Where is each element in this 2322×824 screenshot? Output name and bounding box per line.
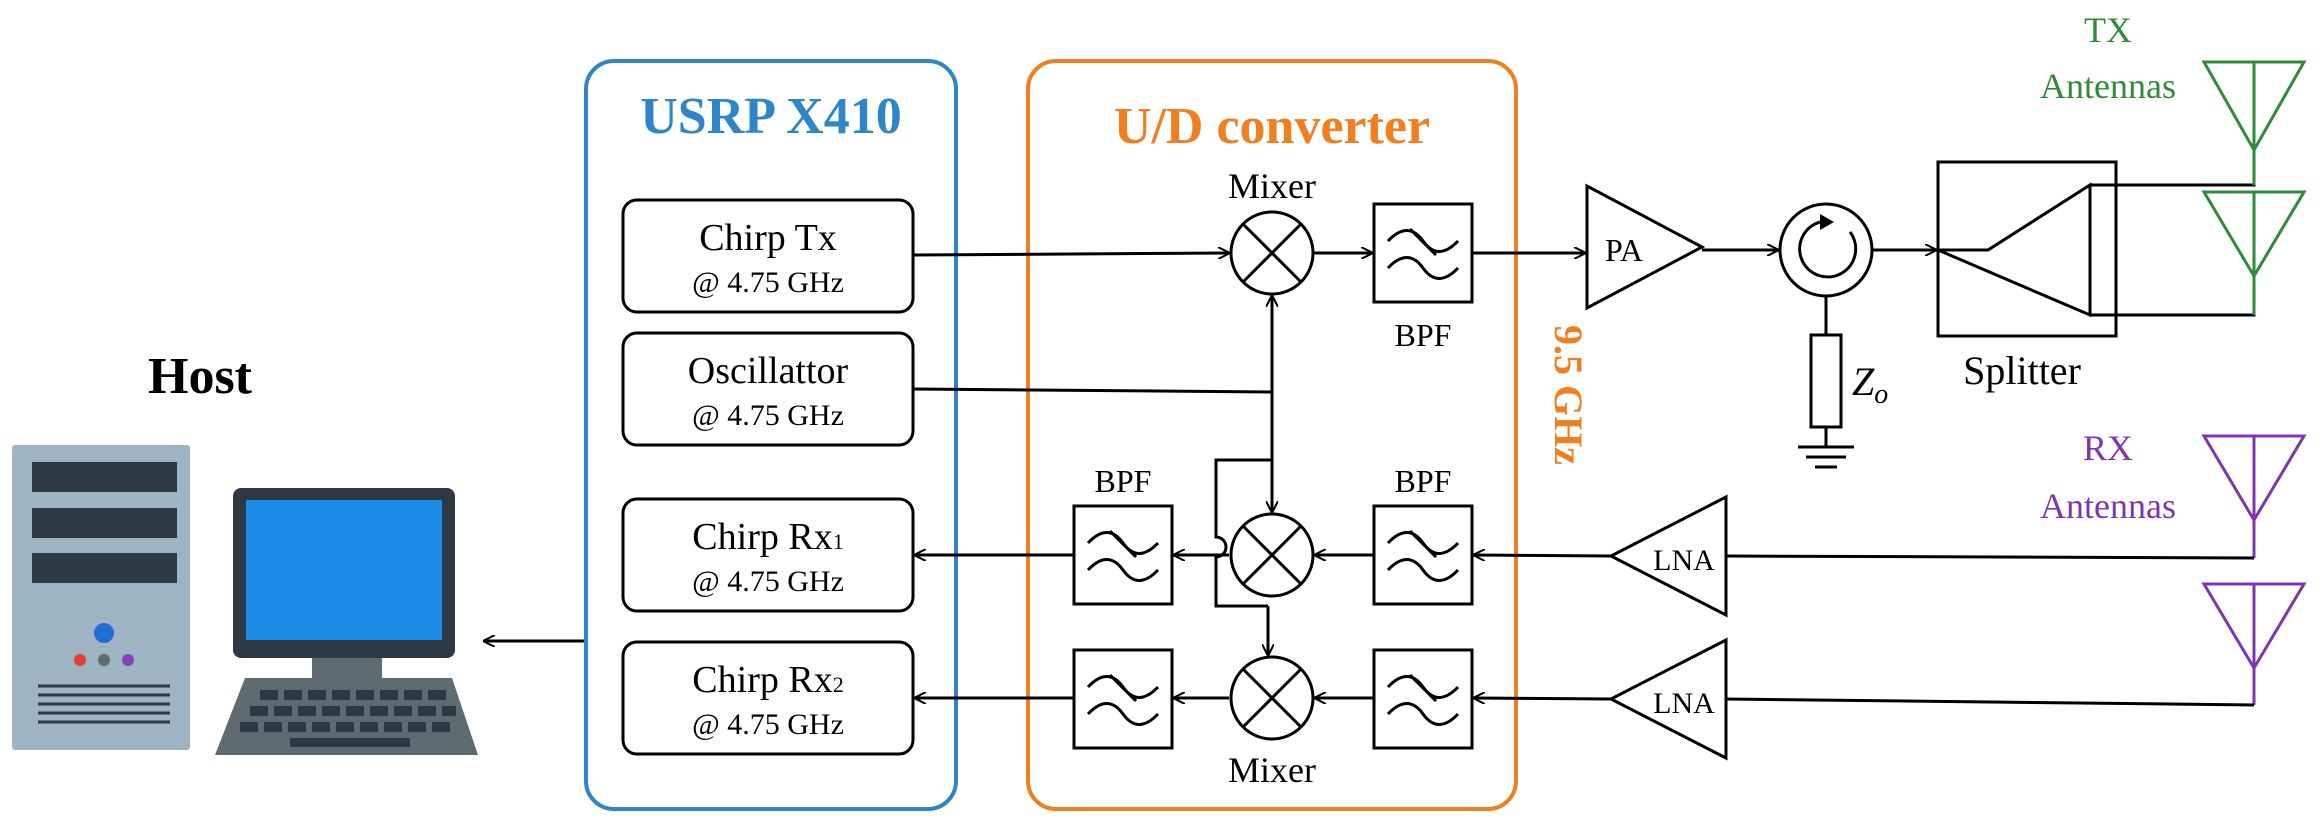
chirp-rx2-block: Chirp Rx2 @ 4.75 GHz xyxy=(621,640,915,756)
rx-antennas-label-line2: Antennas xyxy=(2040,486,2176,526)
bpf-rx2-right xyxy=(1372,648,1474,750)
converter-container xyxy=(1026,59,1518,811)
mixer-rx1 xyxy=(1229,512,1315,598)
lna2-label: LNA xyxy=(1653,687,1715,720)
oscillator-block: Oscillattor @ 4.75 GHz xyxy=(621,331,915,447)
lna-2: LNA xyxy=(1607,637,1728,761)
bpf-rx2-left xyxy=(1072,648,1174,750)
tx-antennas-label-line2: Antennas xyxy=(2040,66,2176,106)
lna1-label: LNA xyxy=(1653,544,1715,577)
rx-antenna-1-icon xyxy=(2201,434,2307,558)
splitter xyxy=(1936,160,2118,338)
usrp-container xyxy=(584,59,958,811)
oscillator-label: Oscillattor xyxy=(688,350,849,392)
chirp-rx2-label: Chirp Rx2 xyxy=(692,659,843,701)
mixer-bottom-label: Mixer xyxy=(1228,750,1316,790)
wire-lo-bypass xyxy=(1214,458,1272,608)
bpf-rx-left-label: BPF xyxy=(1095,463,1152,499)
load-label: Zo xyxy=(1852,359,1888,410)
status-led-red xyxy=(74,654,86,666)
converter-title: U/D converter xyxy=(1114,98,1430,155)
wire-lna2-to-bpf xyxy=(1474,698,1612,699)
pa-amplifier: PA xyxy=(1585,183,1706,311)
tower-case xyxy=(12,445,190,750)
splitter-label: Splitter xyxy=(1963,348,2081,393)
bpf-rx-right-label: BPF xyxy=(1395,463,1452,499)
termination-load xyxy=(1809,333,1843,429)
usrp-title: USRP X410 xyxy=(640,88,901,145)
mixer-top-label: Mixer xyxy=(1228,166,1316,206)
host-computer-icon xyxy=(12,445,478,755)
status-led-gray xyxy=(98,654,110,666)
monitor xyxy=(215,488,478,755)
rx-antenna-2-icon xyxy=(2201,582,2307,705)
chirp-rx1-label: Chirp Rx1 xyxy=(692,516,843,558)
chirp-rx2-freq: @ 4.75 GHz xyxy=(692,708,844,741)
bpf-rx1-right xyxy=(1372,504,1474,606)
wire-rx-ant1-to-lna xyxy=(1725,554,2255,560)
bpf-tx xyxy=(1372,202,1474,304)
rx-antennas-label-line1: RX xyxy=(2083,428,2133,468)
wire-lna1-to-bpf xyxy=(1474,555,1612,556)
lna-1: LNA xyxy=(1607,494,1728,618)
monitor-screen xyxy=(246,500,442,640)
chirp-tx-block: Chirp Tx @ 4.75 GHz xyxy=(621,198,915,314)
mixer-rx2 xyxy=(1229,655,1315,741)
mixer-tx xyxy=(1229,210,1315,296)
chirp-tx-freq: @ 4.75 GHz xyxy=(692,266,844,299)
circulator-icon xyxy=(1778,202,1874,298)
rf-frequency-label: 9.5 GHz xyxy=(1546,325,1591,465)
chirp-rx1-freq: @ 4.75 GHz xyxy=(692,565,844,598)
oscillator-freq: @ 4.75 GHz xyxy=(692,399,844,432)
chirp-tx-label: Chirp Tx xyxy=(699,217,837,259)
power-led xyxy=(94,623,114,643)
ground-icon xyxy=(1798,427,1854,469)
wire-oscillator xyxy=(912,387,1273,394)
bpf-rx1-left xyxy=(1072,504,1174,606)
wire-rx-ant2-to-lna xyxy=(1725,697,2255,707)
chirp-rx1-block: Chirp Rx1 @ 4.75 GHz xyxy=(621,497,915,613)
host-label: Host xyxy=(148,348,253,405)
tx-antennas-label-line1: TX xyxy=(2084,10,2132,50)
wire-splitter-to-tx-ant2 xyxy=(2116,276,2256,317)
wire-splitter-to-tx-ant1 xyxy=(2116,150,2256,187)
tx-antenna-1-icon xyxy=(2201,60,2307,185)
pa-label: PA xyxy=(1605,232,1643,268)
bpf-tx-label: BPF xyxy=(1395,317,1452,353)
tx-antenna-2-icon xyxy=(2201,190,2307,315)
wire-chirp-tx-to-mixer xyxy=(912,253,1229,255)
status-led-purple xyxy=(122,654,134,666)
